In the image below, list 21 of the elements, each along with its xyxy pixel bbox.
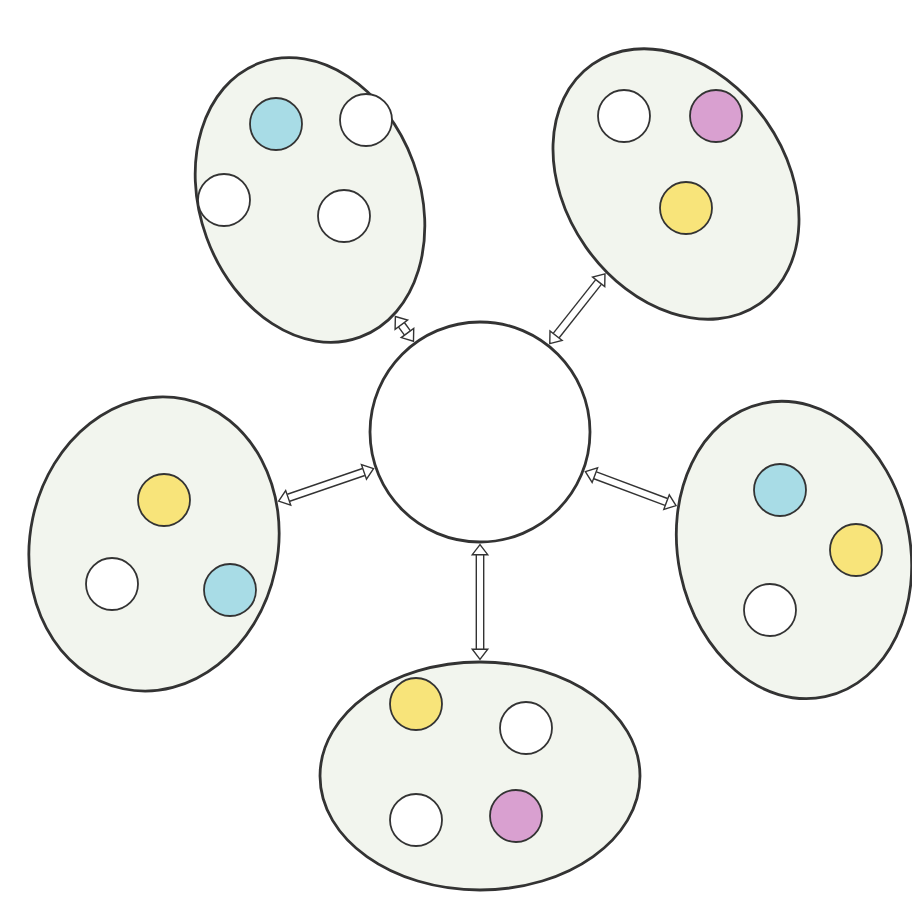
token-circle <box>249 97 303 151</box>
token-circle <box>689 89 743 143</box>
hub-circle <box>368 320 592 544</box>
token-circle <box>743 583 797 637</box>
token-circle <box>317 189 371 243</box>
token-circle <box>489 789 543 843</box>
token-circle <box>829 523 883 577</box>
token-circle <box>203 563 257 617</box>
token-circle <box>197 173 251 227</box>
token-circle <box>389 677 443 731</box>
token-circle <box>753 463 807 517</box>
token-circle <box>499 701 553 755</box>
token-circle <box>339 93 393 147</box>
token-circle <box>659 181 713 235</box>
double-arrow <box>277 463 375 507</box>
token-circle <box>597 89 651 143</box>
token-circle <box>85 557 139 611</box>
token-circle <box>137 473 191 527</box>
token-circle <box>389 793 443 847</box>
double-arrow <box>470 543 490 661</box>
double-arrow <box>549 273 606 345</box>
